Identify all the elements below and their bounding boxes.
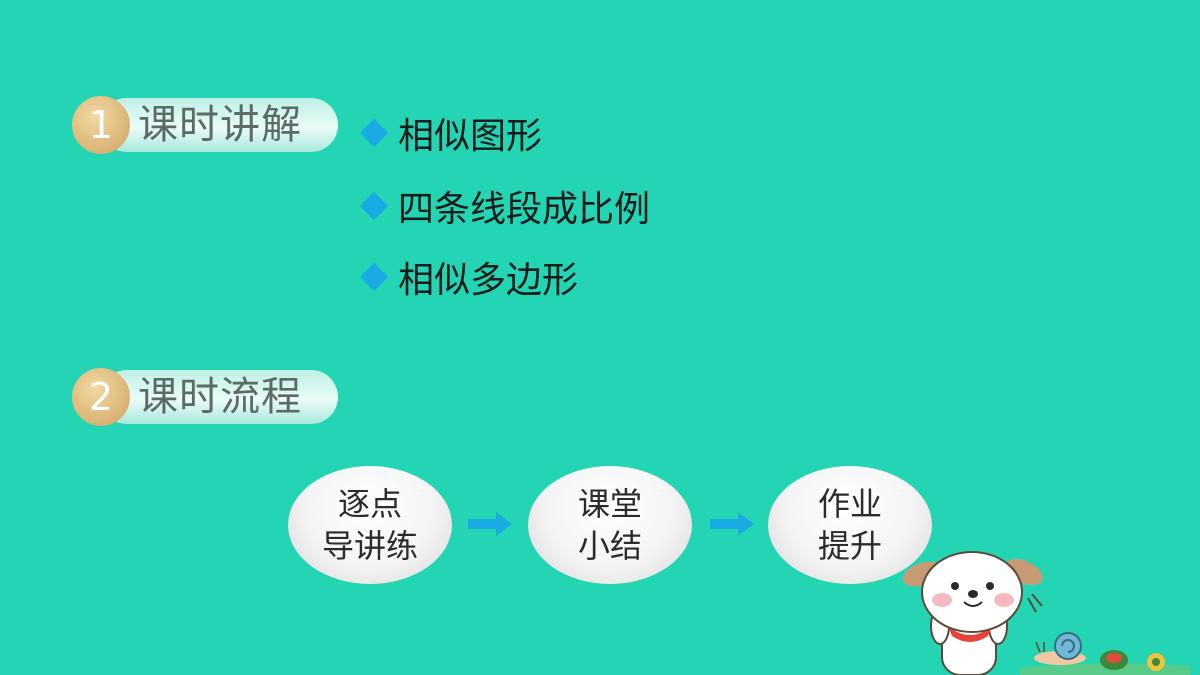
section-number-badge: 1 xyxy=(72,96,130,154)
section-pill xyxy=(100,370,338,424)
arrow-right-icon xyxy=(710,512,754,536)
section-header-2: 2 课时流程 xyxy=(72,368,338,426)
flow-step-line2: 小结 xyxy=(577,527,642,565)
flow-step-1: 逐点 导讲练 xyxy=(288,466,452,584)
arrow-right-icon xyxy=(468,512,512,536)
lesson-point: 相似图形 xyxy=(358,108,542,158)
section-title: 课时流程 xyxy=(138,374,302,420)
lesson-point-text: 相似多边形 xyxy=(398,260,579,301)
flow-step-2: 课堂 小结 xyxy=(528,466,692,584)
flow-step-line1: 课堂 xyxy=(577,485,642,523)
flow-step-line1: 逐点 xyxy=(337,485,402,523)
lesson-point: 四条线段成比例 xyxy=(358,181,650,231)
flow-step-line2: 提升 xyxy=(817,527,882,565)
puppy-mascot-illustration xyxy=(902,551,1190,675)
flow-step-3: 作业 提升 xyxy=(768,466,932,584)
diamond-bullet-icon xyxy=(359,191,389,221)
lesson-point: 相似多边形 xyxy=(358,252,578,302)
lesson-point-text: 相似图形 xyxy=(398,116,543,157)
section-header-1: 1 课时讲解 xyxy=(72,96,338,154)
section-pill xyxy=(100,98,338,152)
diamond-bullet-icon xyxy=(359,262,389,292)
section-number-badge: 2 xyxy=(72,368,130,426)
section-title: 课时讲解 xyxy=(138,102,302,148)
diamond-bullet-icon xyxy=(359,118,389,148)
lesson-point-text: 四条线段成比例 xyxy=(398,189,651,230)
flow-step-line1: 作业 xyxy=(817,485,882,523)
flow-step-line2: 导讲练 xyxy=(321,527,418,565)
